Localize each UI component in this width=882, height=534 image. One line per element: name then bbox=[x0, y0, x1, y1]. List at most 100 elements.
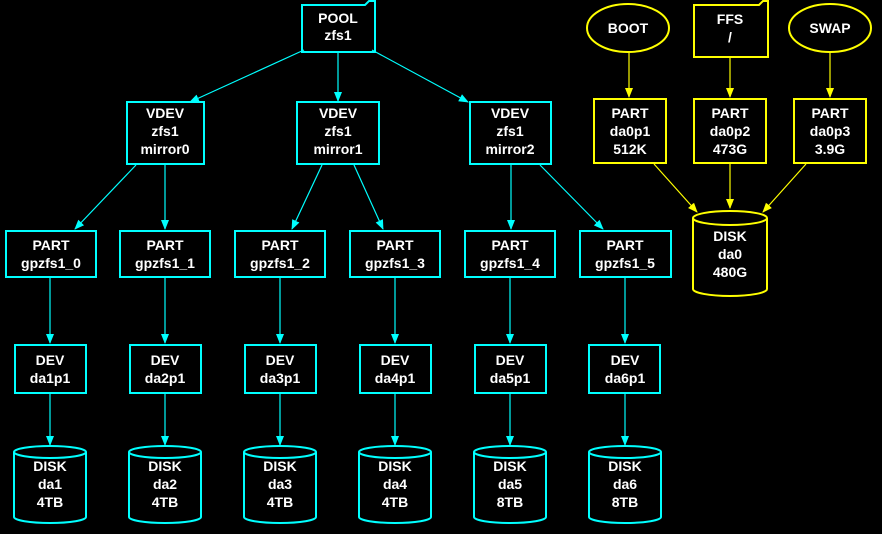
cylinder-shape bbox=[357, 445, 432, 524]
disk-type-label: DISK bbox=[148, 458, 181, 474]
part-type-label: PART bbox=[491, 237, 529, 253]
part-type-label: PART bbox=[711, 105, 749, 121]
edge-pool-vdev0 bbox=[189, 49, 305, 103]
disk-name-label: da2 bbox=[153, 476, 177, 492]
boot-label: BOOT bbox=[608, 20, 649, 36]
dev-name-label: da6p1 bbox=[605, 370, 646, 386]
dev-type-label: DEV bbox=[611, 352, 640, 368]
disk-name-label: da4 bbox=[383, 476, 407, 492]
dev-type-label: DEV bbox=[496, 352, 525, 368]
disk-type-label: DISK bbox=[33, 458, 66, 474]
part-name-label: gpzfs1_2 bbox=[250, 255, 310, 271]
part-type-label: PART bbox=[261, 237, 299, 253]
part-size-label: 473G bbox=[713, 141, 747, 157]
zfs-part-node[interactable]: PART gpzfs1_5 bbox=[579, 230, 672, 278]
ellipse-shape bbox=[586, 3, 670, 53]
zfs-part-node[interactable]: PART gpzfs1_4 bbox=[464, 230, 556, 278]
vdev-type-label: VDEV bbox=[146, 105, 185, 121]
pool-node[interactable]: POOL zfs1 bbox=[301, 0, 376, 53]
edge-part3-disk0 bbox=[762, 163, 807, 213]
dev-name-label: da4p1 bbox=[375, 370, 416, 386]
cylinder-shape bbox=[242, 445, 317, 524]
sys-part-node[interactable]: PART da0p2 473G bbox=[693, 98, 767, 164]
swap-node[interactable]: SWAP bbox=[788, 3, 872, 53]
folder-shape bbox=[301, 0, 376, 53]
edge-pool-vdev2 bbox=[371, 49, 469, 103]
dev-node[interactable]: DEV da4p1 bbox=[359, 344, 432, 394]
part-name-label: gpzfs1_0 bbox=[21, 255, 81, 271]
disk-node[interactable]: DISK da3 4TB bbox=[242, 445, 317, 524]
part-type-label: PART bbox=[811, 105, 849, 121]
sys-part-node[interactable]: PART da0p3 3.9G bbox=[793, 98, 867, 164]
dev-node[interactable]: DEV da6p1 bbox=[588, 344, 661, 394]
part-name-label: da0p1 bbox=[610, 123, 651, 139]
cylinder-shape bbox=[127, 445, 202, 524]
vdev-layout-label: mirror1 bbox=[313, 141, 362, 157]
vdev-node[interactable]: VDEV zfs1 mirror0 bbox=[126, 101, 205, 165]
dev-node[interactable]: DEV da5p1 bbox=[474, 344, 547, 394]
zfs-part-node[interactable]: PART gpzfs1_3 bbox=[349, 230, 441, 278]
dev-name-label: da3p1 bbox=[260, 370, 301, 386]
part-type-label: PART bbox=[146, 237, 184, 253]
vdev-pool-label: zfs1 bbox=[151, 123, 178, 139]
disk-name-label: da3 bbox=[268, 476, 292, 492]
disk-type-label: DISK bbox=[608, 458, 641, 474]
sys-disk-node[interactable]: DISK da0 480G bbox=[691, 210, 768, 297]
disk-node[interactable]: DISK da6 8TB bbox=[587, 445, 662, 524]
edge-vdev2-part5 bbox=[539, 164, 604, 230]
disk-name-label: da6 bbox=[613, 476, 637, 492]
vdev-pool-label: zfs1 bbox=[496, 123, 523, 139]
zfs-part-node[interactable]: PART gpzfs1_2 bbox=[234, 230, 326, 278]
disk-size-label: 8TB bbox=[497, 494, 523, 510]
ffs-node[interactable]: FFS / bbox=[693, 0, 769, 58]
cylinder-shape bbox=[472, 445, 547, 524]
disk-node[interactable]: DISK da4 4TB bbox=[357, 445, 432, 524]
part-type-label: PART bbox=[611, 105, 649, 121]
disk-node[interactable]: DISK da1 4TB bbox=[12, 445, 87, 524]
disk-type-label: DISK bbox=[378, 458, 411, 474]
part-type-label: PART bbox=[32, 237, 70, 253]
boot-node[interactable]: BOOT bbox=[586, 3, 670, 53]
sys-part-node[interactable]: PART da0p1 512K bbox=[593, 98, 667, 164]
disk-size-label: 480G bbox=[713, 264, 747, 280]
edge-vdev1-part2 bbox=[291, 164, 323, 230]
pool-name-label: zfs1 bbox=[324, 27, 351, 43]
dev-type-label: DEV bbox=[36, 352, 65, 368]
ffs-mount-label: / bbox=[728, 29, 732, 45]
dev-node[interactable]: DEV da3p1 bbox=[244, 344, 317, 394]
cylinder-shape bbox=[587, 445, 662, 524]
vdev-type-label: VDEV bbox=[319, 105, 358, 121]
part-name-label: da0p3 bbox=[810, 123, 851, 139]
ufs-edges bbox=[625, 53, 834, 213]
disk-node[interactable]: DISK da2 4TB bbox=[127, 445, 202, 524]
edge-part1-disk0 bbox=[653, 163, 698, 213]
zfs-part-node[interactable]: PART gpzfs1_1 bbox=[119, 230, 211, 278]
folder-shape bbox=[693, 0, 769, 58]
dev-node[interactable]: DEV da1p1 bbox=[14, 344, 87, 394]
disk-node[interactable]: DISK da5 8TB bbox=[472, 445, 547, 524]
pool-type-label: POOL bbox=[318, 10, 358, 26]
disk-name-label: da1 bbox=[38, 476, 62, 492]
disk-size-label: 4TB bbox=[382, 494, 408, 510]
disk-size-label: 4TB bbox=[37, 494, 63, 510]
dev-name-label: da5p1 bbox=[490, 370, 531, 386]
zfs-edges bbox=[46, 49, 629, 446]
dev-node[interactable]: DEV da2p1 bbox=[129, 344, 202, 394]
disk-size-label: 4TB bbox=[267, 494, 293, 510]
part-name-label: gpzfs1_1 bbox=[135, 255, 195, 271]
disk-type-label: DISK bbox=[713, 228, 746, 244]
swap-label: SWAP bbox=[809, 20, 850, 36]
cylinder-shape bbox=[691, 210, 768, 297]
edge-vdev1-part3 bbox=[353, 164, 384, 230]
part-size-label: 3.9G bbox=[815, 141, 845, 157]
vdev-node[interactable]: VDEV zfs1 mirror2 bbox=[469, 101, 552, 165]
ffs-type-label: FFS bbox=[717, 11, 743, 27]
dev-type-label: DEV bbox=[266, 352, 295, 368]
vdev-node[interactable]: VDEV zfs1 mirror1 bbox=[296, 101, 380, 165]
part-size-label: 512K bbox=[613, 141, 646, 157]
zfs-part-node[interactable]: PART gpzfs1_0 bbox=[5, 230, 97, 278]
part-name-label: da0p2 bbox=[710, 123, 751, 139]
vdev-layout-label: mirror0 bbox=[140, 141, 189, 157]
disk-size-label: 8TB bbox=[612, 494, 638, 510]
